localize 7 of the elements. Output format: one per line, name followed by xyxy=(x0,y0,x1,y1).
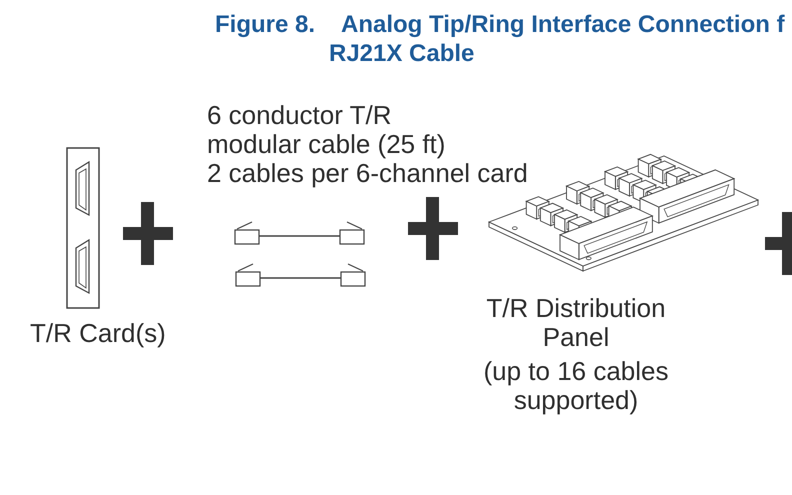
card-caption: T/R Card(s) xyxy=(30,319,166,348)
panel-caption: (up to 16 cables supported) xyxy=(482,357,670,415)
cable-caption: 2 cables per 6-channel card xyxy=(207,159,528,188)
figure-number: Figure 8. xyxy=(215,10,316,39)
figure-title: Analog Tip/Ring Interface Connection f RJ21X Cable xyxy=(329,10,786,68)
panel-caption: T/R Distribution Panel xyxy=(485,294,667,352)
cable-caption: 6 conductor T/R modular cable (25 ft) xyxy=(207,101,446,159)
